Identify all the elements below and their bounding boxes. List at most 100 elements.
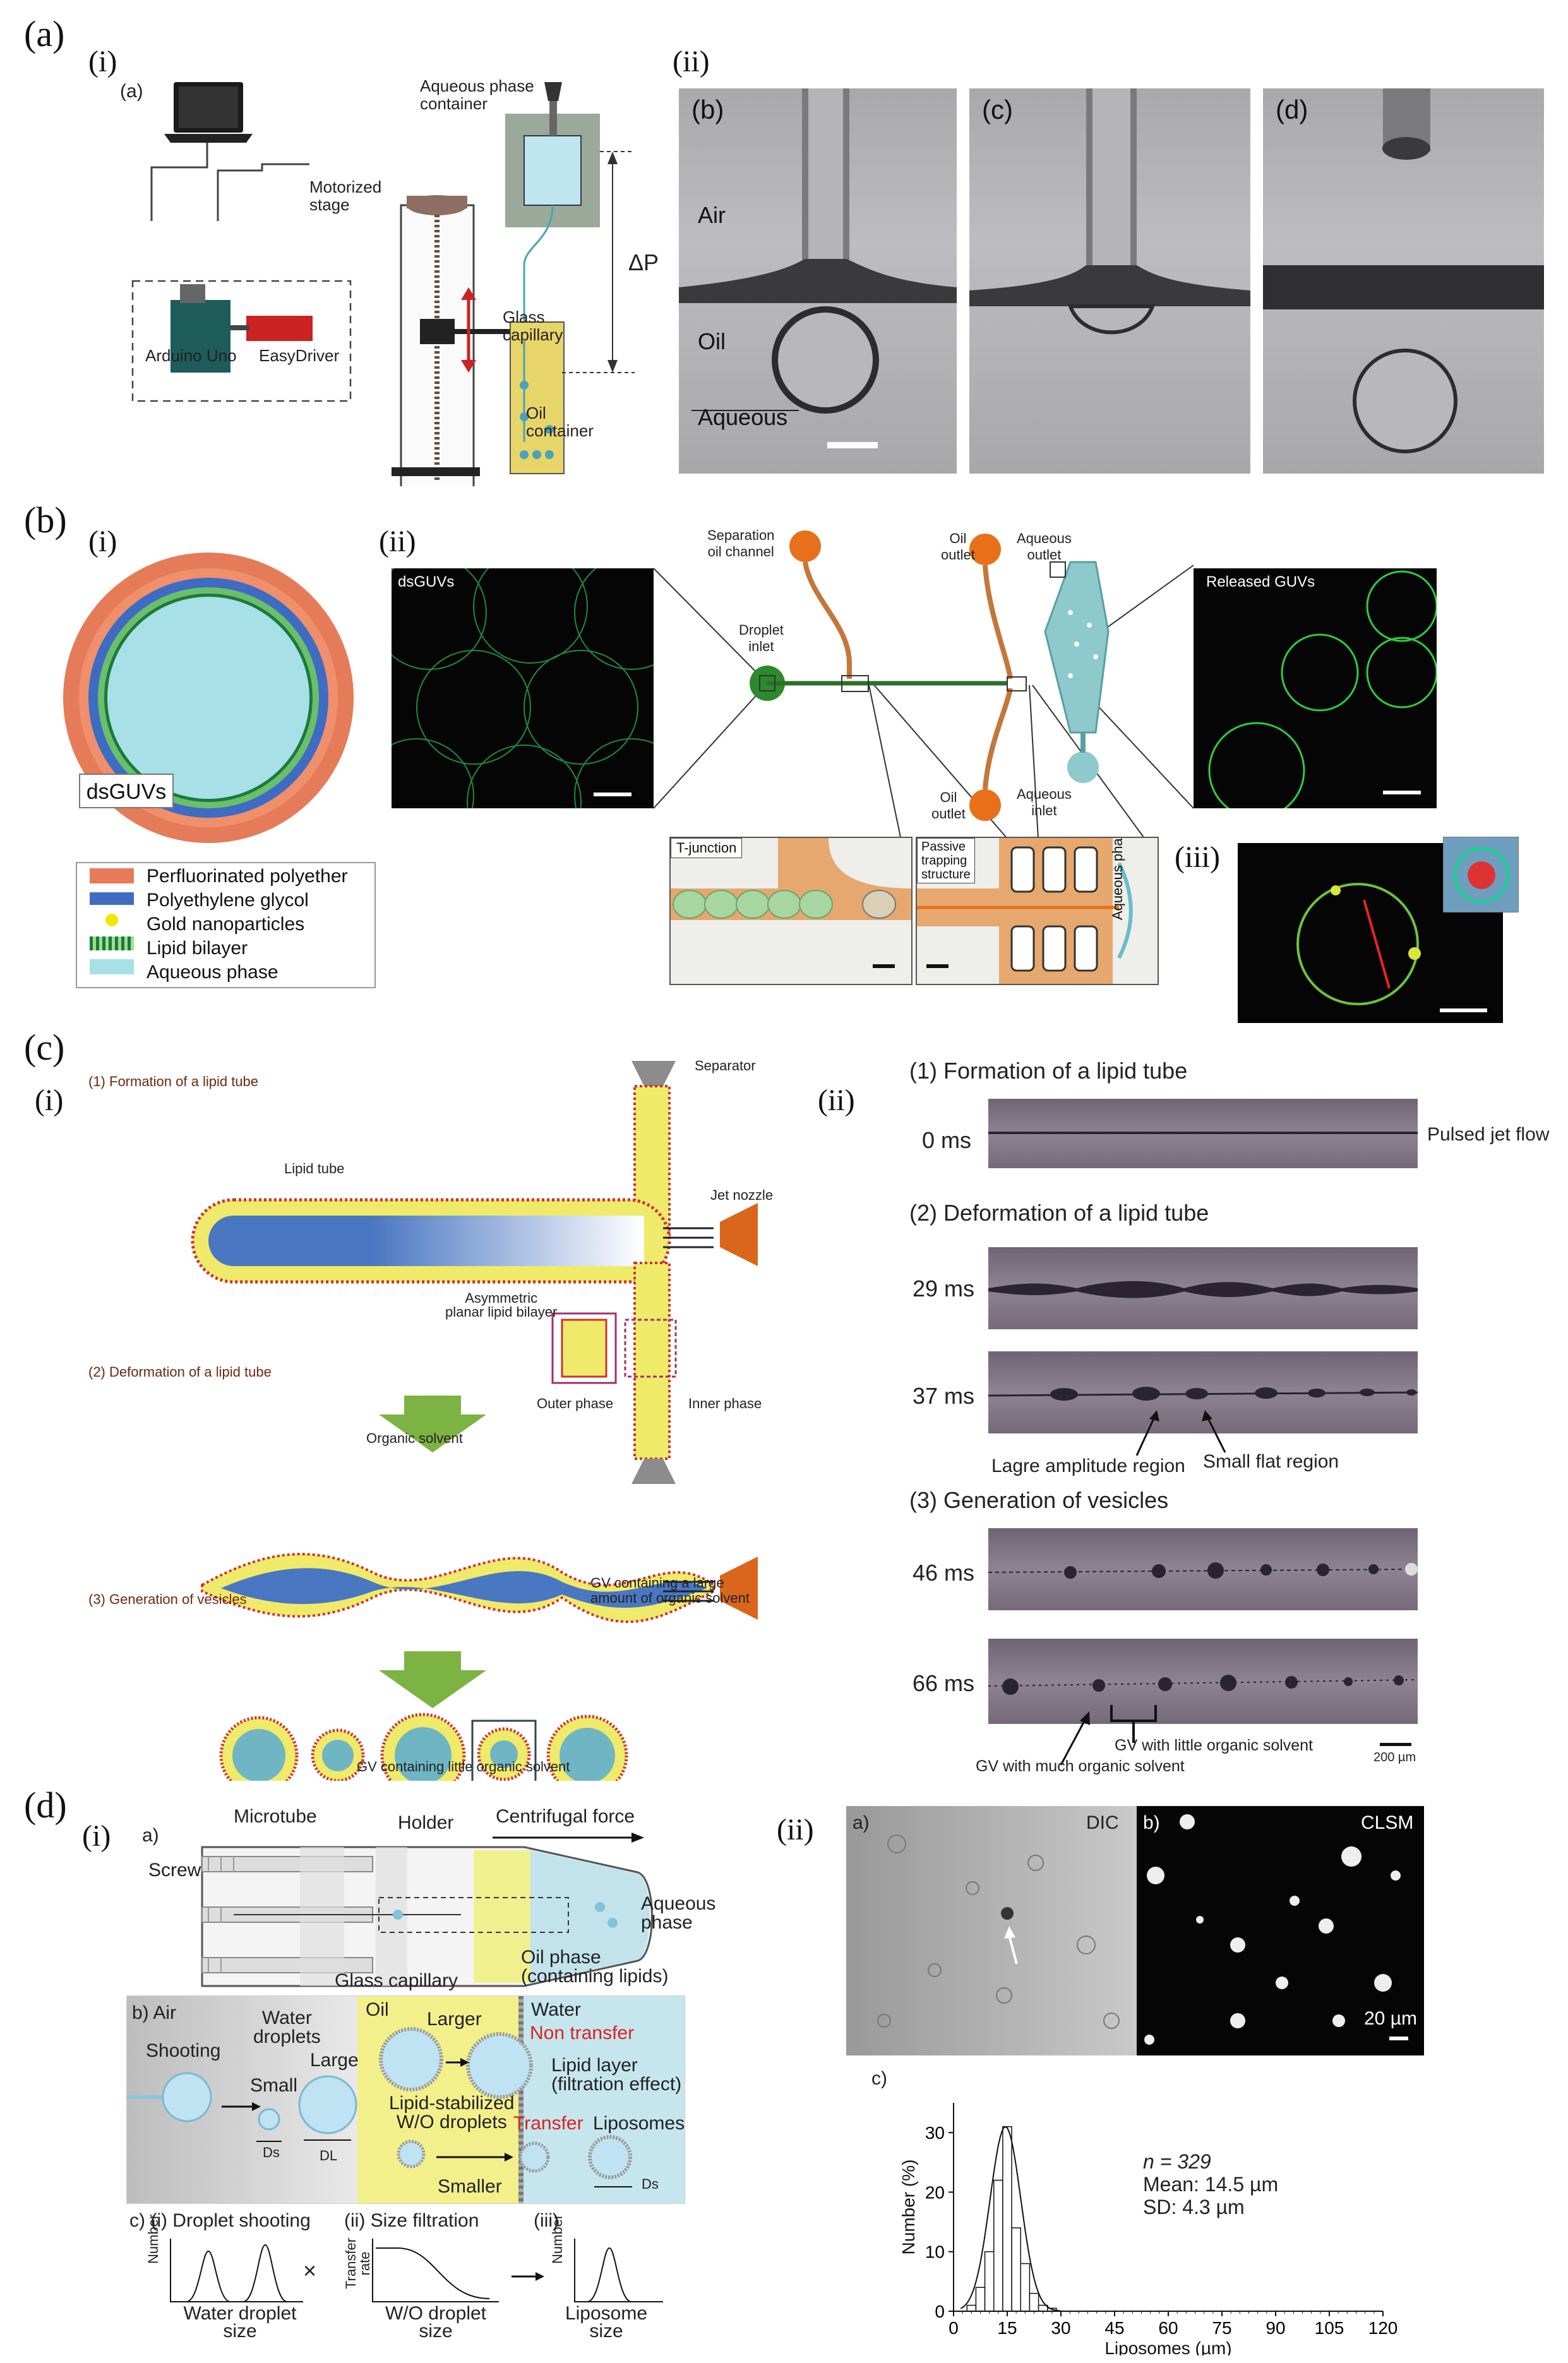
panel-d-ii-label: (ii) [777,1813,814,1846]
b-air-label: b) Air [132,2002,177,2023]
aqueous-phase-d-label: Aqueous phase [641,1893,716,1933]
legend-item-0: Perfluorinated polyether [147,866,348,887]
smaller-label: Smaller [438,2176,502,2197]
hist-xtick-label: 45 [1104,2318,1124,2338]
legend-swatch-bilayer [90,936,134,950]
hist-bar [1002,2126,1012,2312]
strip-0ms [988,1099,1418,1168]
water-droplets-label: Water droplets [253,2007,321,2047]
screw-label: Screw [148,1860,201,1881]
process-diagram: b) Air Oil Water Shooting Water droplets… [126,1995,685,2204]
large-label: Large [310,2050,359,2071]
step2-label: (2) Deformation of a lipid tube [88,1364,272,1380]
legend-item-4: Aqueous phase [147,962,278,983]
hist-bar [1011,2227,1021,2312]
hist-bar [1020,2263,1031,2312]
legend-swatch-peg [90,892,134,905]
clsm-label: CLSM [1361,1812,1414,1833]
oil-outlet-bottom-label: Oil outlet [931,789,966,822]
lipid-layer-label: Lipid layer (filtration effect) [551,2055,682,2095]
strip-29ms [988,1247,1418,1329]
ds-label-2: Ds [642,2176,659,2192]
scale-20-label: 20 µm [1364,2008,1417,2029]
stat-mean: Mean: 14.5 µm [1143,2173,1279,2196]
panel-a-ii-label: (ii) [673,45,710,78]
gv-little-solvent-label: GV with little organic solvent [1115,1737,1314,1754]
frame-c-label: (c) [982,95,1013,124]
hist-xlabel: Liposomes (µm) [1104,2338,1231,2355]
hist-xtick-label: 90 [1266,2318,1285,2338]
aqueous-label: Aqueous [698,404,788,430]
c-i-label: c) (i) Droplet shooting [129,2210,311,2231]
scale-200-label: 200 µm [1373,1750,1416,1764]
oil-outlet-top-label: Oil outlet [941,530,975,563]
microfluidic-chip [654,530,1194,850]
hist-c-label: c) [871,2068,887,2089]
dl-label: DL [320,2148,338,2163]
hist-stats: n = 329 Mean: 14.5 µm SD: 4.3 µm [1143,2150,1278,2218]
hist-xtick-label: 30 [1051,2318,1070,2338]
stat-sd: SD: 4.3 µm [1143,2196,1245,2218]
ds-label-1: Ds [263,2145,280,2160]
hist-ytick-label: 30 [925,2123,945,2143]
dic-image: a) DIC [846,1806,1137,2055]
panel-c-letter: (c) [24,1027,65,1068]
dsguvs-label: dsGUVs [79,774,174,808]
setup-schematic [131,82,635,486]
panel-d-letter: (d) [24,1785,67,1826]
dsguvs-inset-label: dsGUVs [398,573,455,590]
frame-c: (c) [969,88,1250,474]
c-iii-label: (iii) [534,2210,559,2231]
lipid-tube-label: Lipid tube [284,1161,345,1176]
passive-trapping-label: Passive trapping structure [917,838,975,883]
hist-ytick-label: 0 [935,2302,945,2321]
water-d-label: Water [531,1999,581,2020]
lipid-stabilized-label: Lipid-stabilized W/O droplets [389,2093,515,2133]
c-ii-heading-3: (3) Generation of vesicles [909,1487,1169,1513]
large-amplitude-label: Lagre amplitude region [991,1456,1185,1476]
hist-bar [993,2179,1003,2312]
oil-label: Oil [698,328,726,354]
motorized-stage-label: Motorized stage [309,177,382,214]
x3-label: Liposome size [565,2303,648,2342]
jet-nozzle-label: Jet nozzle [710,1187,774,1203]
strip-46ms [988,1528,1418,1610]
panel-a-i-sub: (a) [120,81,143,102]
number-axis-2: Number [549,2214,565,2264]
hist-bar [966,2304,977,2312]
lipid-tube-schematic [191,1061,758,1781]
panel-a-i-label: (i) [88,45,117,78]
aqueous-container-label: Aqueous phase container [420,76,534,113]
arduino-label: Arduino Uno [145,346,237,365]
droplet-inlet-label: Droplet inlet [739,622,784,654]
air-label: Air [698,202,726,228]
t-junction-label: T-junction [671,838,743,858]
gv-large-label: GV containing a large amount of organic … [590,1575,750,1606]
microtube-label: Microtube [234,1806,317,1827]
delta-p-label: ΔP [628,249,659,275]
easydriver-label: EasyDriver [259,346,340,365]
small-flat-label: Small flat region [1203,1451,1339,1472]
time-29ms: 29 ms [913,1276,975,1301]
gv-much-solvent-label: GV with much organic solvent [976,1757,1185,1775]
hist-xtick-label: 15 [997,2318,1017,2338]
time-37ms: 37 ms [913,1383,975,1409]
stat-n: n = 329 [1143,2150,1211,2173]
organic-solvent-label: Organic solvent [366,1430,463,1446]
d-i-a-label: a) [142,1825,159,1846]
c-ii-gv-arrows [1060,1705,1157,1766]
holder-label: Holder [398,1812,454,1833]
strip-66ms [988,1639,1418,1724]
asym-bilayer-label: Asymmetric planar lipid bilayer [445,1290,558,1320]
x1-label: Water droplet size [183,2303,297,2342]
dic-a-label: a) [853,1812,870,1833]
larger-label: Larger [427,2009,482,2030]
panel-b-iii-label: (iii) [1175,841,1220,874]
non-transfer-label: Non transfer [530,2023,635,2043]
hist-bar [975,2287,986,2312]
frame-b: (b) Air Oil Aqueous [679,88,957,474]
mini-plots [170,2239,663,2302]
oil-d-label: Oil [366,1999,389,2020]
c-ii-size-label: (ii) Size filtration [344,2210,479,2231]
